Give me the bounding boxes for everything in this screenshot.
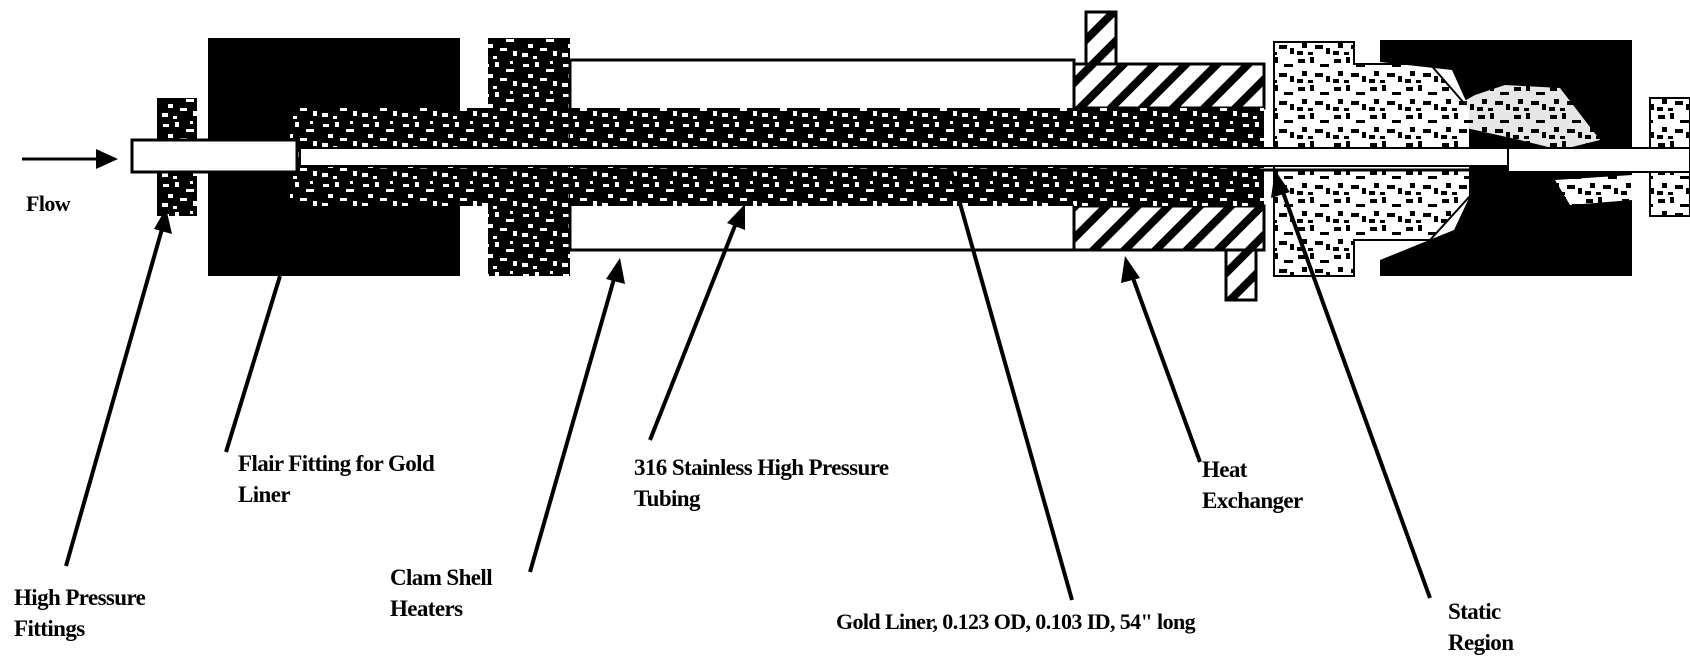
outlet-tube <box>1507 147 1690 173</box>
gold-liner <box>299 147 1509 167</box>
label-static-region: Static Region <box>1448 596 1514 658</box>
label-line: Heat <box>1202 457 1247 482</box>
label-line: Tubing <box>634 486 701 511</box>
label-line: Heaters <box>390 596 463 621</box>
label-line: High Pressure <box>14 585 146 610</box>
leader-high-pressure-fittings <box>64 208 172 567</box>
label-gold-liner: Gold Liner, 0.123 OD, 0.103 ID, 54" long <box>836 606 1196 637</box>
label-line: Static <box>1448 599 1501 624</box>
label-line: Liner <box>238 482 291 507</box>
label-flair-fitting: Flair Fitting for Gold Liner <box>238 448 435 510</box>
flow-arrow <box>22 149 118 169</box>
label-line: 316 Stainless High Pressure <box>634 455 889 480</box>
label-heat-exchanger: Heat Exchanger <box>1202 454 1303 516</box>
leader-clam-shell-heaters <box>528 258 625 573</box>
label-high-pressure-fittings: High Pressure Fittings <box>14 582 146 644</box>
heat-exchanger-top <box>1072 62 1266 110</box>
leader-heat-exchanger <box>1121 256 1202 463</box>
label-stainless-tubing: 316 Stainless High Pressure Tubing <box>634 452 889 514</box>
label-line: Fittings <box>14 616 85 641</box>
label-line: Exchanger <box>1202 488 1303 513</box>
leader-flair-fitting <box>224 275 282 453</box>
heat-exchanger-bottom <box>1072 204 1266 252</box>
heat-exchanger-bottom-fin <box>1224 248 1258 302</box>
leader-stainless-tubing <box>648 204 745 441</box>
label-line: Flair Fitting for Gold <box>238 451 435 476</box>
flow-label: Flow <box>26 191 71 216</box>
label-line: Gold Liner, 0.123 OD, 0.103 ID, 54" long <box>836 609 1196 634</box>
label-line: Region <box>1448 630 1514 655</box>
leader-gold-liner <box>948 167 1074 601</box>
heat-exchanger-top-fin <box>1084 10 1118 66</box>
leader-static-region <box>1271 170 1432 599</box>
gold-liner-inlet <box>130 138 299 174</box>
label-clam-shell-heaters: Clam Shell Heaters <box>390 562 493 624</box>
label-line: Clam Shell <box>390 565 493 590</box>
